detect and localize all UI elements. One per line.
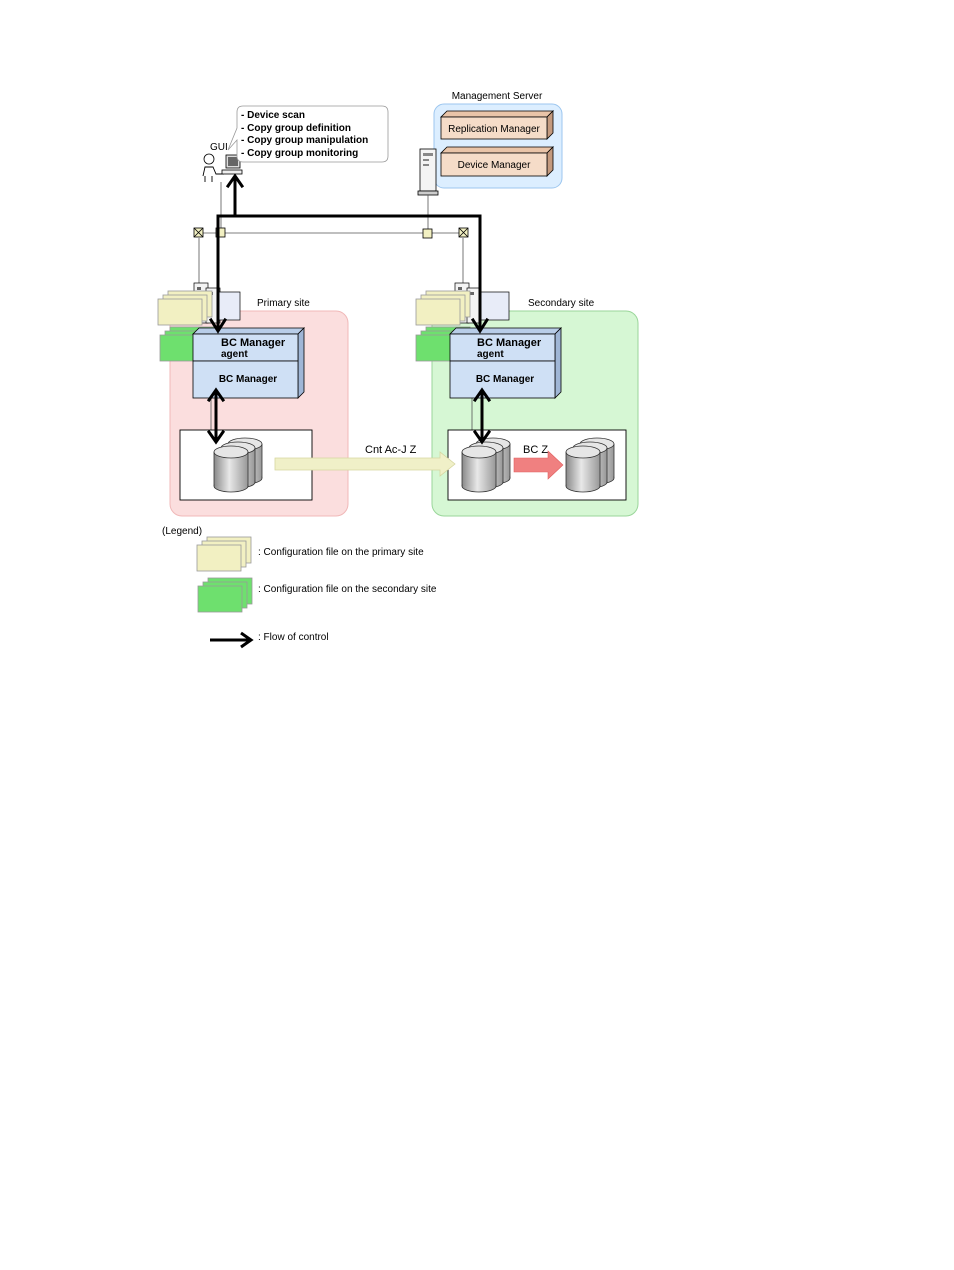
network-node-icon [215,227,226,238]
remote-copy-label: Cnt Ac-J Z [365,444,417,456]
network-lines [197,182,473,430]
replication-manager-label: Replication Manager [448,124,540,135]
management-server-icon [417,148,439,196]
legend-flow-label: : Flow of control [258,632,329,643]
secondary-agent-label: BC Manager [477,337,542,349]
device-manager-label: Device Manager [458,160,531,171]
primary-config-file-icon [157,290,213,326]
gui-user-icon [202,153,243,182]
secondary-bc-manager-stack [449,327,562,399]
gui-task-item: - Copy group monitoring [241,148,358,159]
network-node-icon [422,228,433,239]
primary-bc-manager-label: BC Manager [219,374,277,385]
primary-agent-label: agent [221,349,248,360]
network-hub-icon [193,227,204,238]
primary-agent-label: BC Manager [221,337,286,349]
legend-secondary-label: : Configuration file on the secondary si… [258,584,437,595]
replication-manager-box: Replication Manager [440,110,554,140]
legend-secondary-file-icon [197,577,253,613]
gui-task-item: - Copy group definition [241,123,351,134]
gui-task-callout: - Device scan - Copy group definition - … [227,105,389,163]
local-copy-arrow [513,450,564,480]
legend-flow-arrow [210,631,254,649]
gui-task-item: - Copy group manipulation [241,135,368,146]
primary-site-title: Primary site [257,298,310,309]
gui-task-item: - Device scan [241,110,305,121]
legend-primary-label: : Configuration file on the primary site [258,547,424,558]
remote-copy-arrow [274,451,456,477]
secondary-agent-label: agent [477,349,504,360]
gui-label: GUI [210,142,228,153]
primary-config-file-icon [415,290,471,326]
secondary-bc-manager-label: BC Manager [476,374,534,385]
control-flow-arrows [206,173,492,445]
legend-primary-file-icon [196,536,252,572]
primary-bc-manager-stack [192,327,305,399]
legend-title: (Legend) [162,526,202,537]
network-hub-icon [458,227,469,238]
secondary-site-title: Secondary site [528,298,595,309]
device-manager-box: Device Manager [440,146,554,177]
local-copy-label: BC Z [523,444,548,456]
management-server-title: Management Server [452,91,543,102]
